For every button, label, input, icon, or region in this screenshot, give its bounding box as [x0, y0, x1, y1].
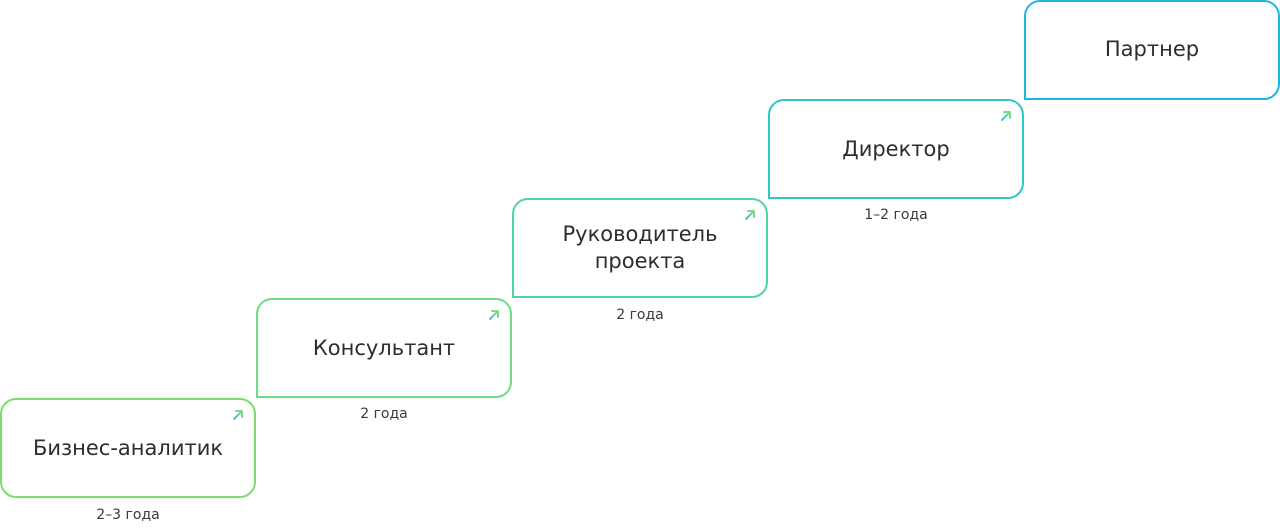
career-step-duration: 2 года [616, 307, 664, 323]
career-step-duration: 2 года [360, 406, 408, 422]
career-step-consultant: Консультант [256, 298, 512, 398]
arrow-up-right-icon [233, 410, 243, 420]
career-step-title: Директор [842, 136, 950, 161]
career-step-business-analyst: Бизнес-аналитик [0, 398, 256, 498]
career-step-title: Руководитель проекта [562, 222, 718, 273]
arrow-up-right-icon [489, 310, 499, 320]
career-step-director: Директор [768, 99, 1024, 199]
career-step-project-manager: Руководитель проекта [512, 198, 768, 298]
career-step-title: Партнер [1104, 37, 1200, 61]
career-step-duration: 1–2 года [864, 207, 928, 223]
arrow-up-right-icon [745, 210, 755, 220]
career-step-title: Консультант [312, 335, 456, 360]
arrow-up-right-icon [1001, 111, 1011, 121]
career-step-title: Бизнес-аналитик [32, 435, 224, 460]
career-step-partner: Партнер [1024, 0, 1280, 100]
career-step-duration: 2–3 года [96, 507, 160, 523]
